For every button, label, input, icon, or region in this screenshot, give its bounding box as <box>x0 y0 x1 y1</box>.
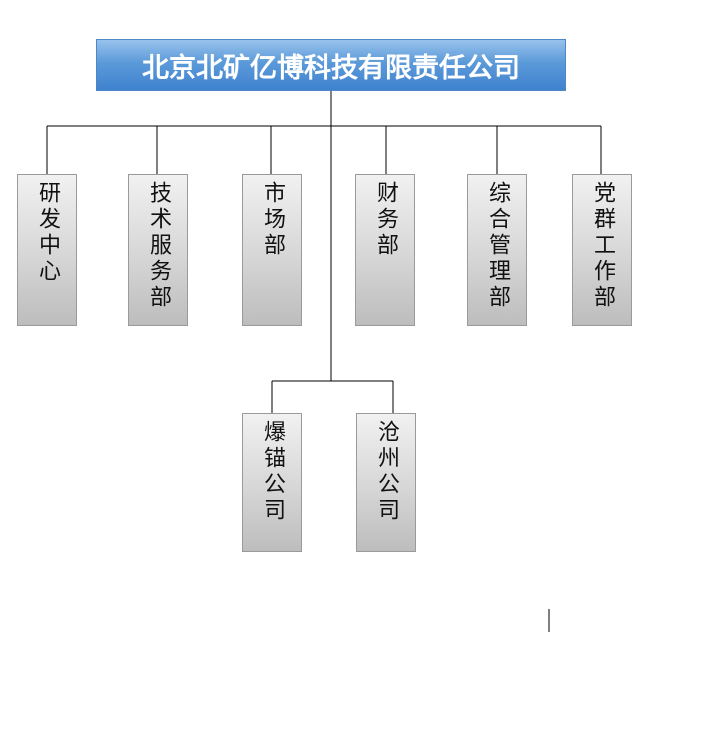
dept-label-general-management: 综合管理部 <box>485 181 510 311</box>
dept-box-finance: 财务部 <box>355 174 415 326</box>
company-title: 北京北矿亿博科技有限责任公司 <box>142 52 520 84</box>
subsidiary-box-baomao: 爆锚公司 <box>242 413 302 552</box>
dept-label-tech-service: 技术服务部 <box>146 181 171 311</box>
dept-box-tech-service: 技术服务部 <box>128 174 188 326</box>
dept-box-party-affairs: 党群工作部 <box>572 174 632 326</box>
company-title-box: 北京北矿亿博科技有限责任公司 <box>96 39 566 91</box>
subsidiary-label-cangzhou: 沧州公司 <box>374 420 399 524</box>
subsidiary-box-cangzhou: 沧州公司 <box>356 413 416 552</box>
dept-label-marketing: 市场部 <box>260 181 285 259</box>
dept-box-marketing: 市场部 <box>242 174 302 326</box>
dept-label-finance: 财务部 <box>373 181 398 259</box>
subsidiary-label-baomao: 爆锚公司 <box>260 420 285 524</box>
dept-label-party-affairs: 党群工作部 <box>590 181 615 311</box>
dept-label-rnd-center: 研发中心 <box>35 181 60 285</box>
dept-box-rnd-center: 研发中心 <box>17 174 77 326</box>
dept-box-general-management: 综合管理部 <box>467 174 527 326</box>
